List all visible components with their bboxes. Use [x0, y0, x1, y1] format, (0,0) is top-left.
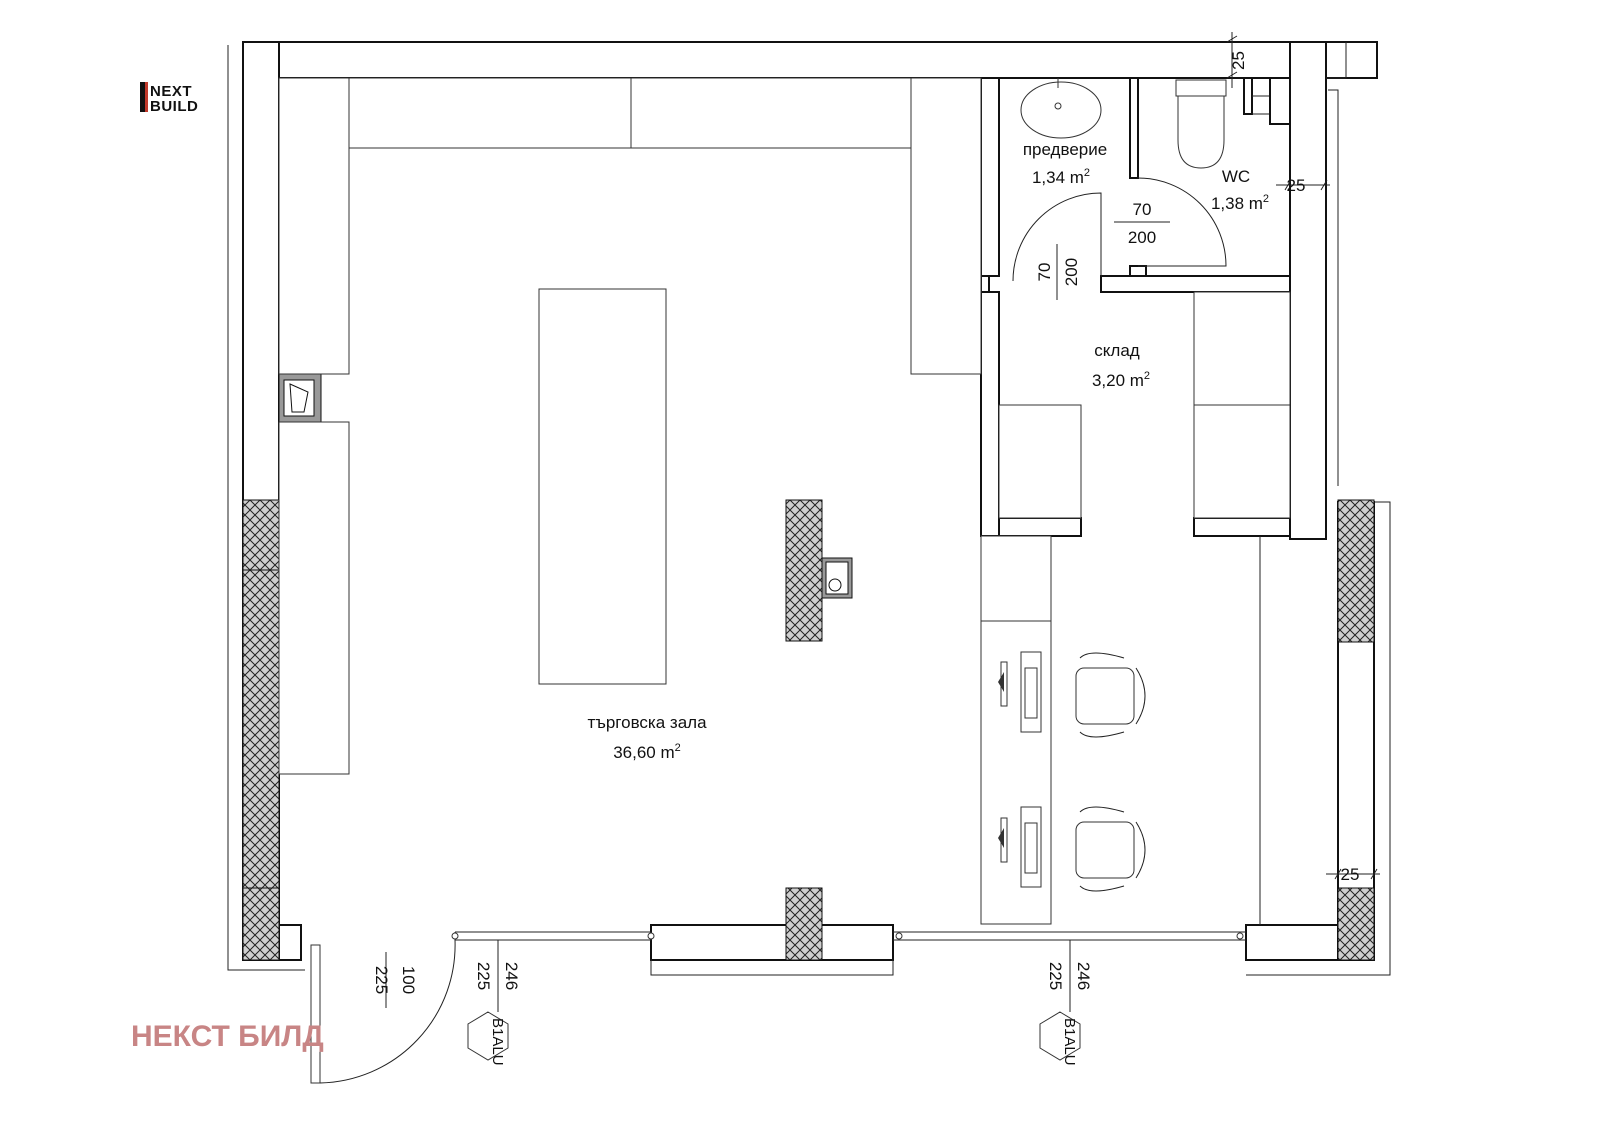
column-center	[785, 499, 823, 642]
column-left-3	[242, 887, 280, 961]
wall-bottom-right	[1245, 924, 1339, 961]
dim-door-foyer-height: 200	[1062, 258, 1081, 286]
dim-door-wc-height: 200	[1128, 228, 1156, 247]
dim-wall-right-lower: 25	[1326, 865, 1380, 884]
wall-right-offset-line	[1326, 42, 1347, 486]
window-tag-left-text: B1ALU	[489, 1018, 506, 1066]
dim-window-right-width: 246	[1074, 962, 1093, 990]
wall-cabinets	[278, 77, 982, 775]
wall-top	[242, 41, 1378, 79]
cabinet-top-2	[630, 77, 912, 149]
brand-watermark: НЕКСТ БИЛД	[131, 1020, 324, 1053]
window-tag-right: B1ALU	[1039, 1011, 1081, 1066]
svg-text:25: 25	[1287, 176, 1306, 195]
window-right	[893, 931, 1246, 941]
storage-shelf-right-top	[1193, 291, 1291, 406]
room-label-foyer: предверие 1,34 m2	[1023, 140, 1107, 187]
workstation-2	[998, 806, 1146, 892]
wall-storage-top	[1100, 275, 1291, 293]
interior-walls	[980, 77, 1291, 537]
dim-window-left-width: 246	[502, 962, 521, 990]
structural-columns	[242, 499, 1375, 961]
toilet	[1175, 79, 1227, 169]
column-left-2	[242, 569, 280, 889]
room-name-hall: търговска зала	[587, 713, 707, 732]
dim-door-wc: 70 200	[1114, 200, 1170, 247]
storage-shelving	[998, 291, 1291, 519]
washbasin	[1020, 78, 1102, 139]
column-right-2	[1337, 887, 1375, 961]
entry-door	[310, 939, 456, 1084]
dim-door-foyer-width: 70	[1035, 263, 1054, 282]
cabinet-left-lower	[278, 421, 350, 775]
outer-boundary-line	[227, 45, 305, 971]
cabinet-top-1	[348, 77, 632, 149]
dim-entry-door: 100 225	[372, 952, 418, 1008]
logo-line2: BUILD	[150, 98, 198, 115]
dim-window-left: 246 225	[474, 940, 521, 1012]
room-area-foyer: 1,34 m2	[1032, 167, 1090, 187]
wall-wc-right-pillar	[1269, 77, 1291, 125]
wall-storage-bottom-right	[1193, 517, 1291, 537]
room-label-hall: търговска зала 36,60 m2	[587, 713, 707, 762]
column-left-1	[242, 499, 280, 571]
dim-window-right: 246 225	[1046, 940, 1093, 1012]
wall-foyer-left	[980, 77, 1000, 277]
storage-shelf-left	[998, 404, 1082, 519]
room-name-wc: WC	[1222, 167, 1250, 186]
window-left	[454, 931, 652, 941]
window-tag-right-text: B1ALU	[1061, 1018, 1078, 1066]
door-swings	[1012, 177, 1227, 282]
dim-door-foyer: 70 200	[1035, 244, 1081, 300]
wall-bottom-left-stub	[278, 924, 302, 961]
wall-storage-bottom-left	[998, 517, 1082, 537]
storage-shelf-right-bottom	[1193, 404, 1291, 519]
wc-door-swing	[1137, 177, 1227, 267]
dim-window-right-height: 225	[1046, 962, 1065, 990]
room-label-storage: склад 3,20 m2	[1092, 341, 1150, 390]
wall-bottom-middle-outline	[650, 960, 894, 976]
dim-wall-right-upper: 25	[1276, 176, 1330, 195]
column-right-1	[1337, 499, 1375, 643]
dim-window-left-height: 225	[474, 962, 493, 990]
dim-door-wc-width: 70	[1133, 200, 1152, 219]
wall-bottom-middle	[650, 924, 894, 961]
wall-wc-left	[1129, 77, 1139, 179]
entry-door-swing	[319, 939, 456, 1084]
room-area-storage: 3,20 m2	[1092, 370, 1150, 390]
dim-entry-door-height: 225	[372, 966, 391, 994]
outer-boundary-right	[1246, 501, 1391, 976]
display-table	[538, 288, 667, 685]
office-chair-1	[1075, 652, 1146, 738]
room-area-hall: 36,60 m2	[613, 742, 681, 762]
svg-text:25: 25	[1341, 865, 1360, 884]
dim-wall-top: 25	[1226, 32, 1248, 88]
cabinet-right-top	[910, 77, 982, 375]
wall-right-upper	[1289, 41, 1327, 540]
column-bottom-middle	[785, 887, 823, 961]
window-tag-left: B1ALU	[467, 1011, 509, 1066]
entry-door-leaf	[310, 944, 321, 1084]
nextbuild-logo: NEXT BUILD	[140, 82, 198, 115]
cabinet-left-top	[278, 77, 350, 375]
room-name-foyer: предверие	[1023, 140, 1107, 159]
logo-line1: NEXT	[150, 83, 192, 100]
office-chair-2	[1075, 806, 1146, 892]
room-label-wc: WC 1,38 m2	[1211, 167, 1269, 213]
wall-storage-left	[980, 291, 1000, 537]
room-name-storage: склад	[1094, 341, 1140, 360]
dim-entry-door-width: 100	[399, 966, 418, 994]
workstation-1	[998, 651, 1146, 738]
foyer-door-swing	[1012, 192, 1102, 282]
room-area-wc: 1,38 m2	[1211, 193, 1269, 213]
svg-text:25: 25	[1229, 51, 1248, 70]
ventilation-shafts	[278, 373, 853, 599]
